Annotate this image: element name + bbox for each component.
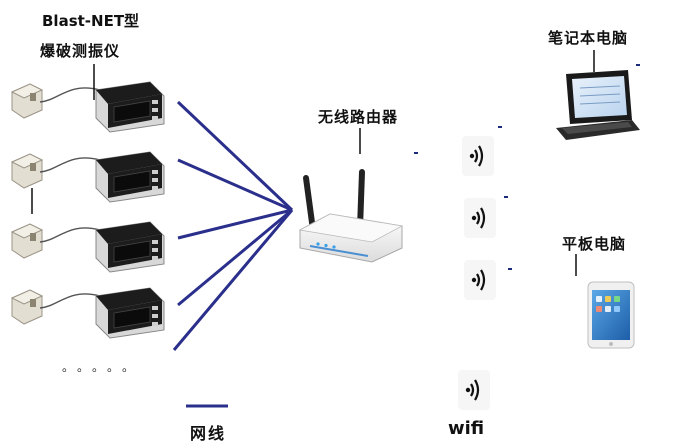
seismograph-icon <box>95 287 165 339</box>
network-cables <box>172 100 294 351</box>
sensor-box-icon <box>10 153 44 189</box>
seismograph-icon <box>95 81 165 133</box>
laptop-label: 笔记本电脑 <box>548 29 629 47</box>
sensor-cable <box>39 157 101 173</box>
wifi-signal-icon <box>462 136 494 176</box>
legend-wired-label: 网线 <box>190 424 227 443</box>
sensor-cable <box>39 293 101 309</box>
device-subtitle: 爆破测振仪 <box>40 42 121 60</box>
seismograph-row-2 <box>10 151 165 203</box>
wifi-signal-icon <box>464 260 496 300</box>
tablet-label: 平板电脑 <box>562 235 627 253</box>
seismograph-icon <box>95 221 165 273</box>
tick-mark <box>508 268 512 270</box>
sensor-box-icon <box>10 83 44 119</box>
cable-line-3 <box>177 208 293 240</box>
tick-mark <box>414 152 418 154</box>
wifi-signal-icon <box>464 198 496 238</box>
wifi-signal-icon <box>458 370 490 410</box>
sensor-cable <box>39 227 101 243</box>
tick-mark <box>636 64 640 66</box>
cable-line-4 <box>177 208 293 307</box>
cable-line-1 <box>176 100 294 212</box>
router-label: 无线路由器 <box>318 108 399 126</box>
device-title: Blast-NET型 <box>42 12 140 30</box>
seismograph-row-3 <box>10 221 165 273</box>
tablet-icon <box>587 281 635 349</box>
legend-wifi-label: wifi <box>448 418 485 439</box>
seismograph-row-1 <box>10 81 165 133</box>
sensor-box-icon <box>10 223 44 259</box>
tick-mark <box>504 196 508 198</box>
tick-mark <box>498 126 502 128</box>
sensor-box-icon <box>10 289 44 325</box>
router-icon <box>298 169 404 263</box>
seismograph-icon <box>95 151 165 203</box>
more-devices-dots: 。。。。。 <box>62 360 144 374</box>
cable-line-2 <box>177 158 293 212</box>
seismograph-row-4 <box>10 287 165 339</box>
sensor-cable <box>39 87 101 103</box>
laptop-icon <box>556 70 640 140</box>
cable-line-5 <box>172 209 294 351</box>
